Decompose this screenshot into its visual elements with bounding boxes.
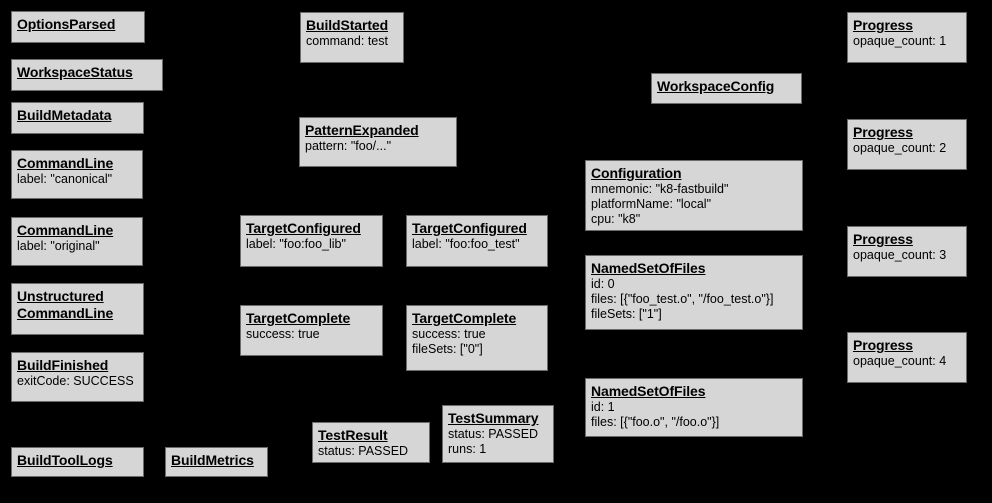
node-title: BuildStarted (306, 17, 389, 33)
node-field: command: test (306, 34, 388, 48)
node-build-tool-logs[interactable]: BuildToolLogs (11, 447, 144, 477)
node-title: OptionsParsed (17, 16, 116, 32)
node-field: label: "original" (17, 239, 100, 253)
node-field: mnemonic: "k8-fastbuild" (591, 182, 729, 196)
node-fields: opaque_count: 3 (853, 248, 961, 263)
node-title: NamedSetOfFiles (591, 383, 706, 399)
node-field: files: [{"foo.o", "/foo.o"}] (591, 415, 720, 429)
node-title: CommandLine (17, 155, 114, 171)
node-fields: label: "canonical" (17, 172, 137, 187)
node-fields: label: "foo:foo_test" (412, 237, 542, 252)
node-title: Unstructured CommandLine (17, 288, 114, 321)
node-field: label: "canonical" (17, 172, 113, 186)
node-title: BuildFinished (17, 357, 109, 373)
node-field: runs: 1 (448, 442, 487, 456)
node-fields: label: "foo:foo_lib" (246, 237, 377, 252)
node-title: Progress (853, 17, 913, 33)
node-workspace-config[interactable]: WorkspaceConfig (651, 73, 802, 104)
node-title: Progress (853, 124, 913, 140)
node-title: NamedSetOfFiles (591, 260, 706, 276)
node-fields: exitCode: SUCCESS (17, 374, 138, 389)
node-title: BuildMetadata (17, 107, 112, 123)
node-fields: mnemonic: "k8-fastbuild"platformName: "l… (591, 182, 797, 227)
node-field: label: "foo:foo_test" (412, 237, 520, 251)
node-title: TargetConfigured (412, 220, 527, 236)
node-title: CommandLine (17, 222, 114, 238)
node-field: opaque_count: 1 (853, 34, 947, 48)
node-field: exitCode: SUCCESS (17, 374, 134, 388)
node-fields: label: "original" (17, 239, 137, 254)
node-fields: opaque_count: 2 (853, 141, 961, 156)
node-unstructured-command-line[interactable]: Unstructured CommandLine (11, 283, 144, 335)
node-title: PatternExpanded (305, 122, 419, 138)
node-fields: opaque_count: 4 (853, 354, 961, 369)
node-title: Progress (853, 231, 913, 247)
node-field: platformName: "local" (591, 197, 712, 211)
node-field: fileSets: ["0"] (412, 342, 483, 356)
node-title: Configuration (591, 165, 682, 181)
node-field: label: "foo:foo_lib" (246, 237, 346, 251)
node-title: WorkspaceConfig (657, 78, 775, 94)
node-field: opaque_count: 3 (853, 248, 947, 262)
node-field: id: 0 (591, 277, 615, 291)
node-fields: success: true (246, 327, 377, 342)
node-field: success: true (246, 327, 320, 341)
node-title: BuildToolLogs (17, 452, 113, 468)
node-title: WorkspaceStatus (17, 64, 133, 80)
node-field: files: [{"foo_test.o", "/foo_test.o"}] (591, 292, 774, 306)
node-field: pattern: "foo/..." (305, 139, 392, 153)
node-build-metadata[interactable]: BuildMetadata (11, 102, 144, 134)
node-field: fileSets: ["1"] (591, 307, 662, 321)
node-title: Progress (853, 337, 913, 353)
node-field: opaque_count: 2 (853, 141, 947, 155)
node-field: cpu: "k8" (591, 212, 641, 226)
node-field: status: PASSED (448, 427, 539, 441)
node-field: id: 1 (591, 400, 615, 414)
node-title: TestSummary (448, 410, 539, 426)
node-field: opaque_count: 4 (853, 354, 947, 368)
node-title: TargetComplete (246, 310, 351, 326)
node-field: status: PASSED (318, 444, 409, 458)
node-workspace-status[interactable]: WorkspaceStatus (11, 59, 163, 91)
node-fields: command: test (306, 34, 398, 49)
node-options-parsed[interactable]: OptionsParsed (11, 11, 145, 43)
node-fields: pattern: "foo/..." (305, 139, 451, 154)
node-title: BuildMetrics (171, 452, 254, 468)
node-build-metrics[interactable]: BuildMetrics (165, 447, 268, 477)
node-title: TargetConfigured (246, 220, 361, 236)
node-fields: opaque_count: 1 (853, 34, 961, 49)
node-field: success: true (412, 327, 486, 341)
node-title: TargetComplete (412, 310, 517, 326)
node-title: TestResult (318, 427, 388, 443)
node-fields: status: PASSED (318, 444, 424, 459)
